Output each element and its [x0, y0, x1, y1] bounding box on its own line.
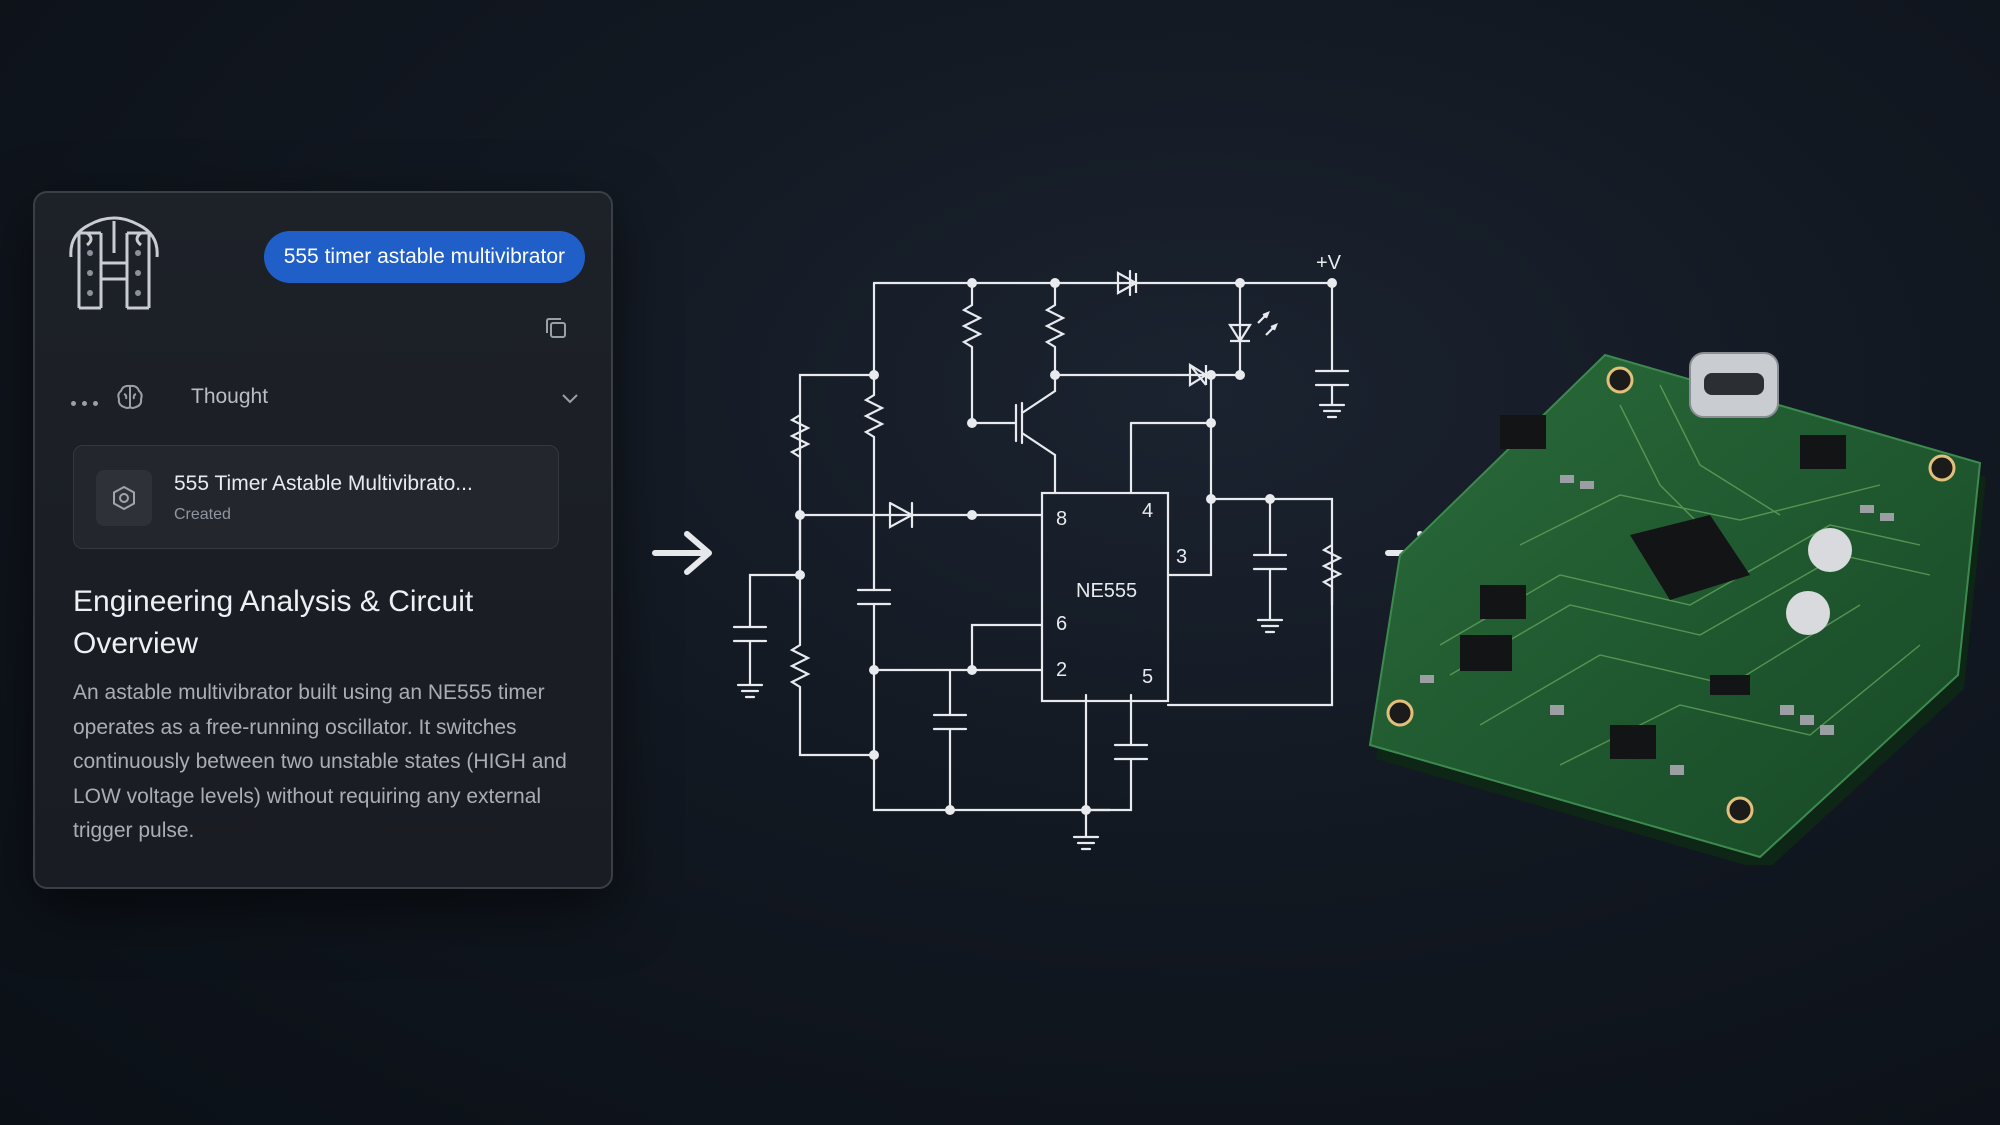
- thought-label: Thought: [191, 385, 269, 408]
- circuit-schematic: 8 4 3 6 2 5 NE555 +V: [732, 252, 1350, 851]
- pin-5-label: 5: [1142, 666, 1153, 688]
- ellipsis-icon: [71, 393, 107, 406]
- pin-2-label: 2: [1056, 659, 1067, 681]
- supply-label: +V: [1316, 252, 1342, 274]
- artifact-hex-icon: [113, 485, 135, 511]
- brain-icon: [117, 384, 143, 409]
- chat-panel: 555 timer astable multivibrator Thought …: [33, 191, 613, 889]
- usb-c-connector-icon: [1689, 352, 1779, 418]
- pcb-render: [1368, 352, 1986, 865]
- pin-4-label: 4: [1142, 500, 1153, 522]
- artifact-title: 555 Timer Astable Multivibrato...: [174, 472, 473, 495]
- artifact-icon-box: [96, 470, 152, 526]
- chevron-down-icon[interactable]: [559, 387, 581, 409]
- pin-3-label: 3: [1176, 546, 1187, 568]
- section-heading: Engineering Analysis & Circuit Overview: [73, 585, 474, 660]
- section-body: An astable multivibrator built using an …: [73, 681, 567, 842]
- artifact-status: Created: [174, 506, 231, 523]
- ic-label: NE555: [1076, 580, 1137, 602]
- brand-logo-icon: [69, 216, 159, 310]
- copy-icon[interactable]: [543, 315, 569, 341]
- arrow-right-icon: [652, 531, 712, 575]
- pin-6-label: 6: [1056, 613, 1067, 635]
- prompt-chip[interactable]: 555 timer astable multivibrator: [263, 231, 585, 283]
- thought-toggle[interactable]: Thought: [71, 379, 581, 415]
- pin-8-label: 8: [1056, 508, 1067, 530]
- ne555-ic: [1040, 491, 1170, 703]
- artifact-card[interactable]: 555 Timer Astable Multivibrato... Create…: [73, 445, 559, 549]
